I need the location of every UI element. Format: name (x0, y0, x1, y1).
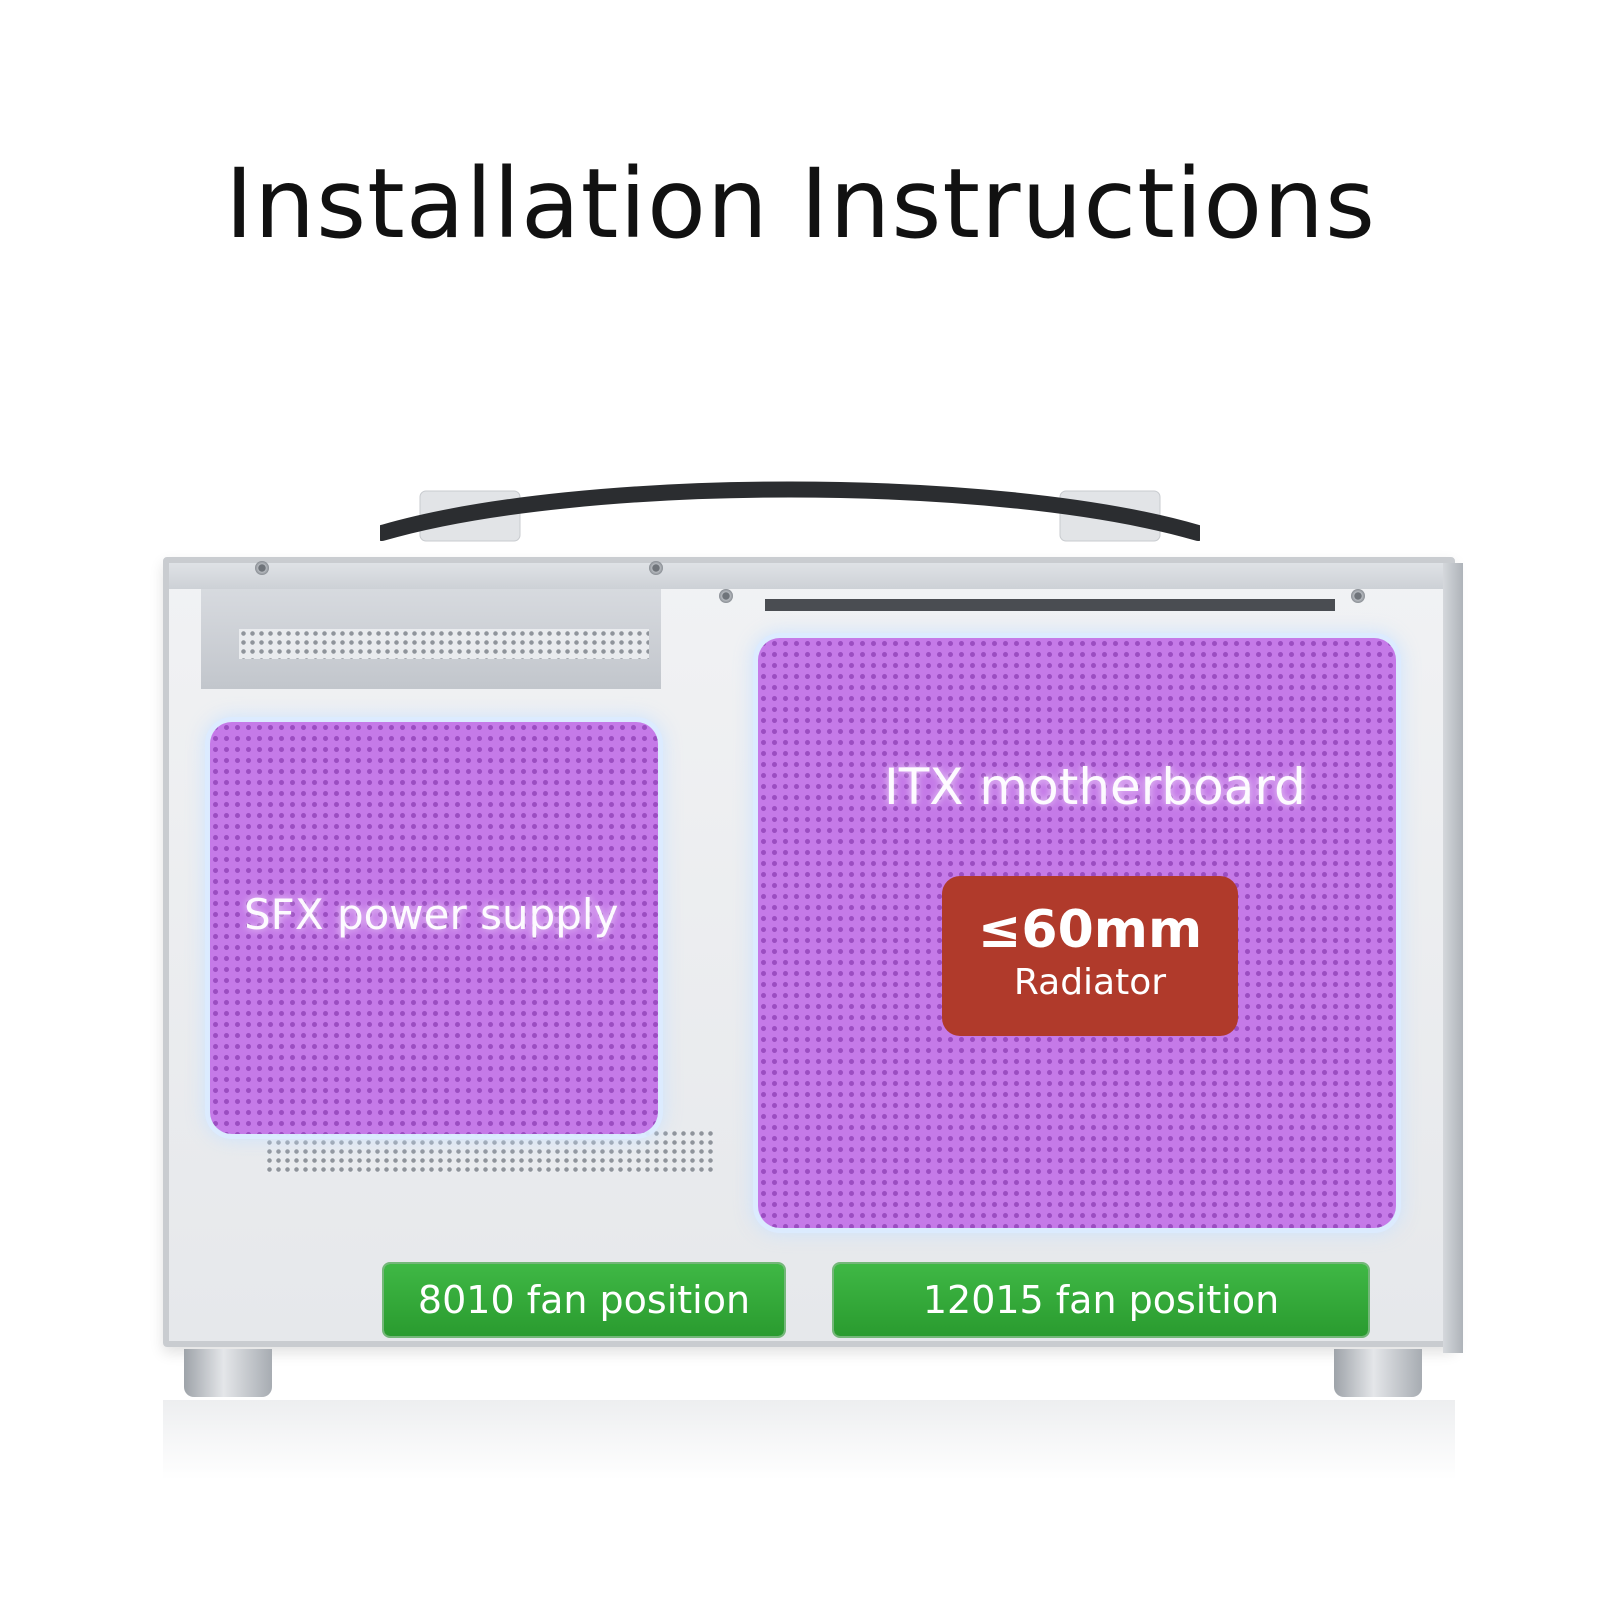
screw (719, 589, 733, 603)
upper-vent-mesh (239, 629, 649, 659)
screw (255, 561, 269, 575)
screw (649, 561, 663, 575)
fan-8010-position: 8010 fan position (384, 1264, 784, 1336)
case-reflection (163, 1400, 1455, 1480)
top-slot (765, 599, 1335, 611)
radiator-label: Radiator (1013, 962, 1167, 1003)
lower-vent-mesh (265, 1129, 713, 1173)
radiator-size: ≤60mm (977, 900, 1203, 960)
fan-12015-position: 12015 fan position (834, 1264, 1368, 1336)
case-top-rail (169, 563, 1449, 589)
motherboard-label: ITX motherboard (884, 758, 1306, 816)
screw (1351, 589, 1365, 603)
page-title: Installation Instructions (224, 148, 1377, 260)
psu-label: SFX power supply (244, 890, 619, 939)
psu-zone (210, 722, 658, 1134)
case-foot-left (184, 1349, 272, 1397)
case-handle (380, 481, 1200, 542)
case-side-rail (1443, 563, 1463, 1353)
case-foot-right (1334, 1349, 1422, 1397)
radiator-badge: ≤60mm Radiator (942, 876, 1238, 1036)
